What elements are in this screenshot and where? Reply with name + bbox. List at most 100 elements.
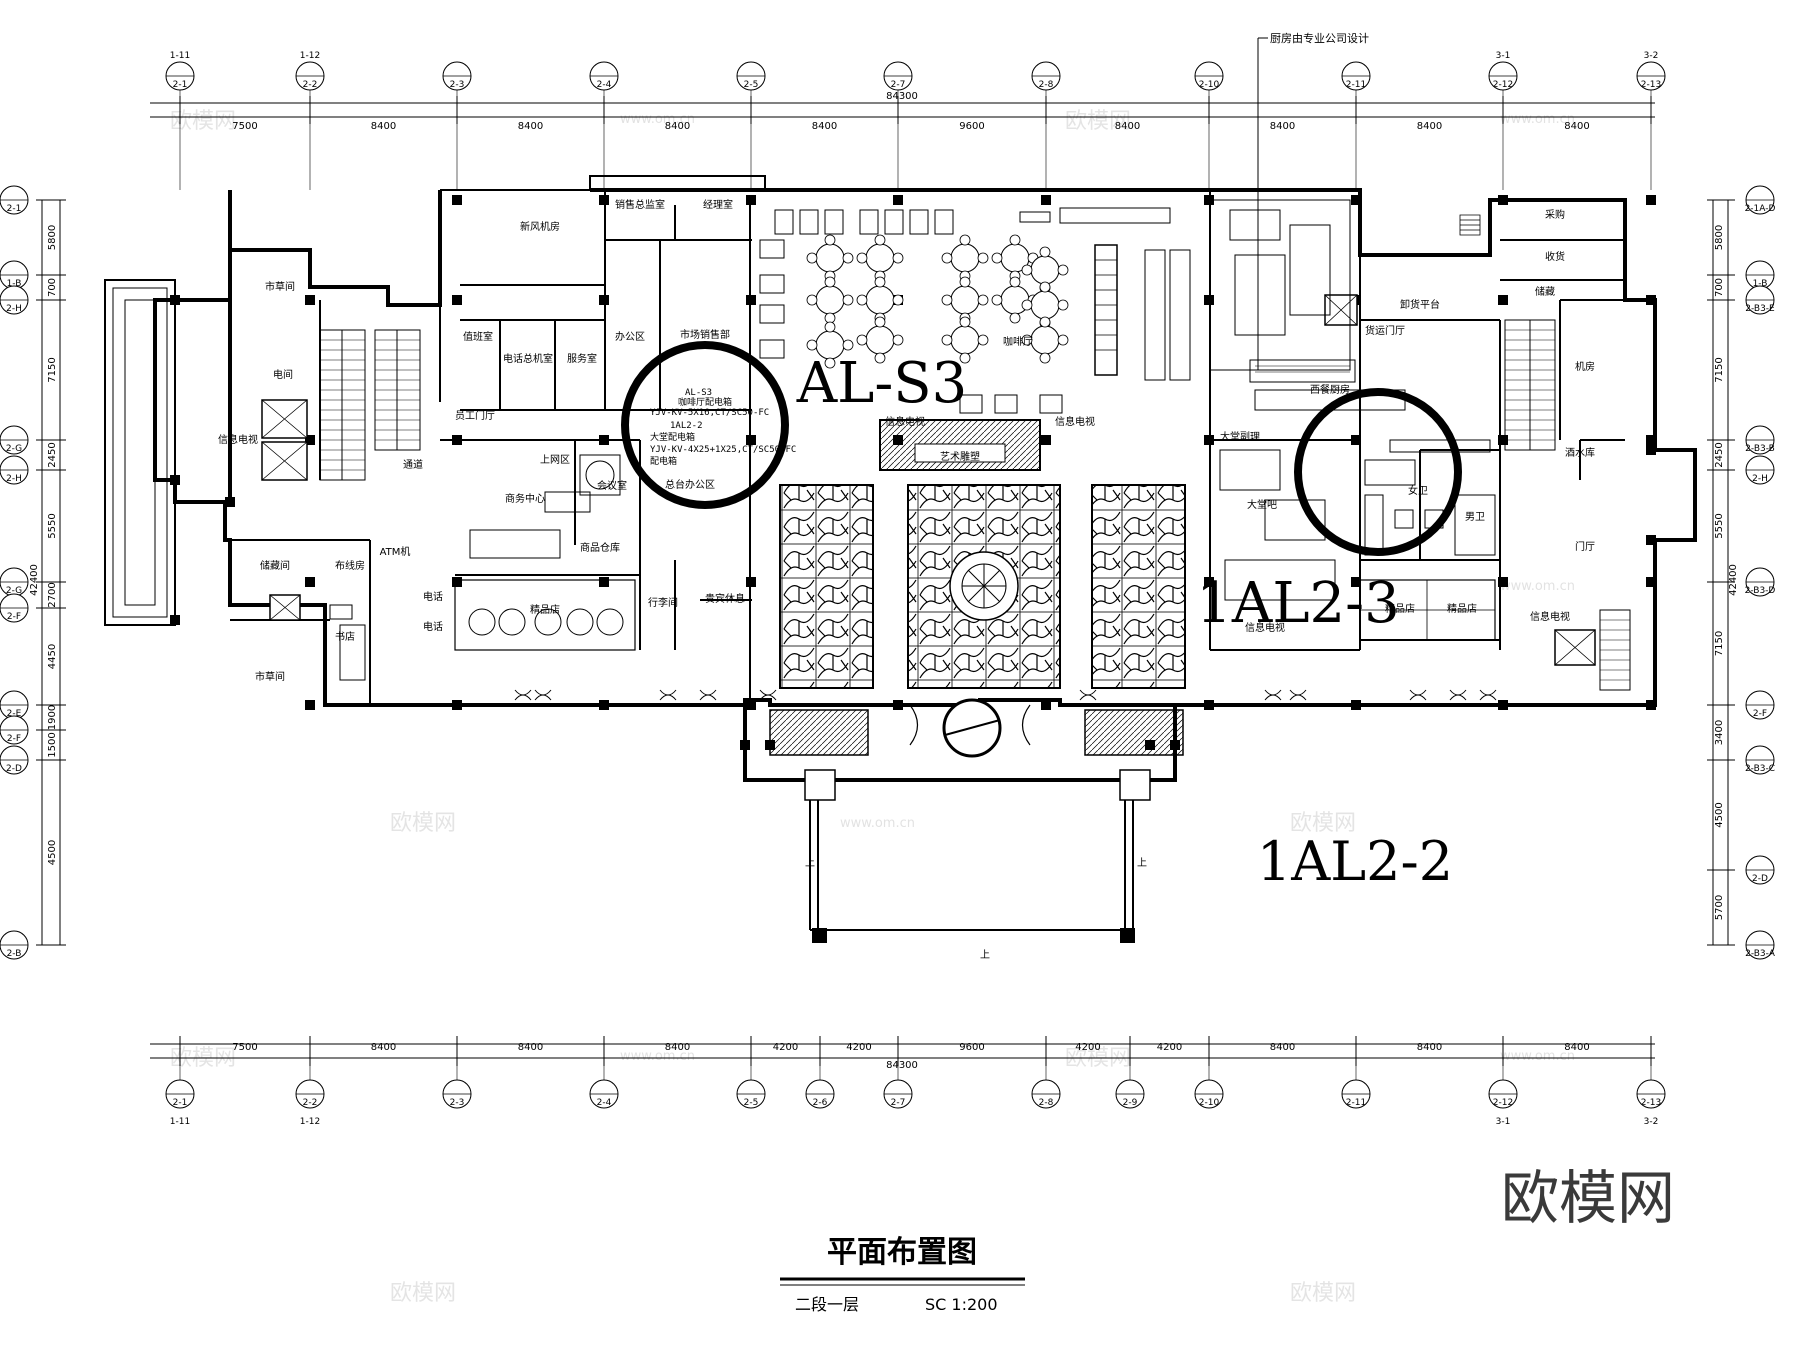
axis-label: 2-B: [7, 949, 22, 959]
drawing-title: 平面布置图: [827, 1235, 977, 1270]
dimension-label: 5550: [1714, 513, 1725, 538]
dining-table: [856, 276, 904, 324]
axis-label: 2-E: [7, 709, 22, 719]
right-dimension-chain: 42400 5800700715024505550715034004500570…: [1707, 185, 1776, 960]
booth-seat: [759, 339, 785, 359]
room-label: 采购: [1545, 208, 1565, 221]
axis-label: 2-2: [303, 80, 318, 90]
dimension-total: 42400: [1728, 564, 1739, 596]
electrical-callouts: AL-S3 1AL2-3 1AL2-2 AL-S3 咖啡厅配电箱 YJV-KV-…: [621, 31, 1462, 893]
axis-bubble: 2-5: [736, 1079, 766, 1109]
column: [305, 700, 315, 710]
axis-bubble: 2-H: [0, 285, 29, 315]
column: [452, 295, 462, 305]
axis-label: 2-10: [1199, 80, 1220, 90]
dimension-label: 8400: [812, 121, 837, 132]
column: [1204, 700, 1214, 710]
room-label: ATM机: [380, 545, 411, 558]
axis-label: 2-6: [813, 1098, 828, 1108]
column: [746, 700, 756, 710]
panel-label-1al2-3: 1AL2-3: [1196, 571, 1399, 636]
column: [1498, 577, 1508, 587]
dimension-label: 4200: [1157, 1042, 1182, 1053]
step-up-label: 上: [805, 857, 815, 869]
column: [1646, 445, 1656, 455]
column: [1041, 195, 1051, 205]
axis-label: 2-2: [303, 1098, 318, 1108]
axis-label: 2-11: [1346, 80, 1366, 90]
column: [1646, 577, 1656, 587]
room-label: 大堂副理: [1220, 430, 1260, 443]
column: [1646, 295, 1656, 305]
room-label: 贵宾休息: [705, 592, 745, 605]
axis-bubble: 2-2: [295, 1079, 325, 1109]
room-label: 书店: [335, 630, 355, 643]
room-label: 布线房: [335, 559, 365, 572]
axis-bubble: 2-3: [442, 1079, 472, 1109]
cable-note: AL-S3: [685, 388, 712, 398]
room-label: 西餐厨房: [1310, 383, 1350, 396]
axis-bubble: 2-6: [805, 1079, 835, 1109]
axis-label: 2-H: [1752, 474, 1768, 484]
dimension-label: 8400: [371, 121, 396, 132]
cable-note: 大堂配电箱: [650, 431, 695, 443]
room-label: 货运门厅: [1365, 324, 1405, 337]
axis-bubble: 2-B3-A: [1745, 930, 1776, 960]
room-label: 办公区: [615, 330, 645, 343]
column: [893, 700, 903, 710]
room-label: 服务室: [567, 352, 597, 365]
column: [452, 700, 462, 710]
cable-note: YJV-KV-5X16,CT/SC50-FC: [650, 408, 769, 418]
dining-table: [1021, 316, 1069, 364]
room-label: 精品店: [1385, 602, 1415, 615]
dimension-label: 7150: [1714, 631, 1725, 656]
column: [1646, 700, 1656, 710]
axis-label-alt: 1-12: [300, 51, 320, 61]
door-swing: [659, 689, 677, 701]
axis-bubble: 2-11: [1341, 1079, 1371, 1109]
dimension-label: 8400: [371, 1042, 396, 1053]
axis-bubble: 2-E: [0, 690, 29, 720]
axis-label: 2-G: [6, 444, 22, 454]
dimension-label: 700: [47, 278, 58, 297]
dimension-label: 4200: [773, 1042, 798, 1053]
room-label: 信息电视: [885, 415, 925, 428]
site-logo: 欧模网: [1501, 1164, 1675, 1232]
axis-label: 2-10: [1199, 1098, 1220, 1108]
dimension-label: 700: [1714, 278, 1725, 297]
column: [1498, 295, 1508, 305]
column: [1498, 435, 1508, 445]
dimension-label: 5800: [47, 225, 58, 250]
lobby-floor-pattern: [779, 484, 1186, 689]
dimension-label: 8400: [1115, 121, 1140, 132]
booth-seat: [994, 394, 1018, 414]
watermark-url: www.om.cn: [1500, 1049, 1575, 1064]
room-label: 总台办公区: [665, 478, 715, 491]
column: [225, 497, 235, 507]
axis-bubble: 2-G: [0, 567, 29, 597]
watermark: 欧模网: [170, 109, 236, 134]
axis-bubble: 2-8: [1031, 1079, 1061, 1109]
axis-label-alt: 3-1: [1496, 51, 1511, 61]
column: [452, 195, 462, 205]
axis-bubble: 2-5: [736, 61, 766, 91]
axis-bubble: 2-D: [1745, 855, 1775, 885]
column: [170, 615, 180, 625]
column: [1498, 700, 1508, 710]
room-label: 女卫: [1408, 484, 1428, 497]
axis-label-alt: 1-12: [300, 1117, 320, 1127]
axis-label-alt: 1-11: [170, 1117, 190, 1127]
dining-table: [856, 316, 904, 364]
column: [305, 295, 315, 305]
booth-seat: [859, 209, 879, 235]
dimension-total: 84300: [886, 91, 918, 102]
axis-bubble: 2-B3-B: [1745, 425, 1775, 455]
dimension-label: 8400: [665, 1042, 690, 1053]
axis-label-alt: 3-1: [1496, 1117, 1511, 1127]
axis-label: 2-F: [1753, 709, 1767, 719]
cable-note: 1AL2-2: [670, 421, 703, 431]
booth-seat: [1039, 394, 1063, 414]
axis-label: 2-11: [1346, 1098, 1366, 1108]
axis-label: 2-B3-D: [1745, 586, 1776, 596]
